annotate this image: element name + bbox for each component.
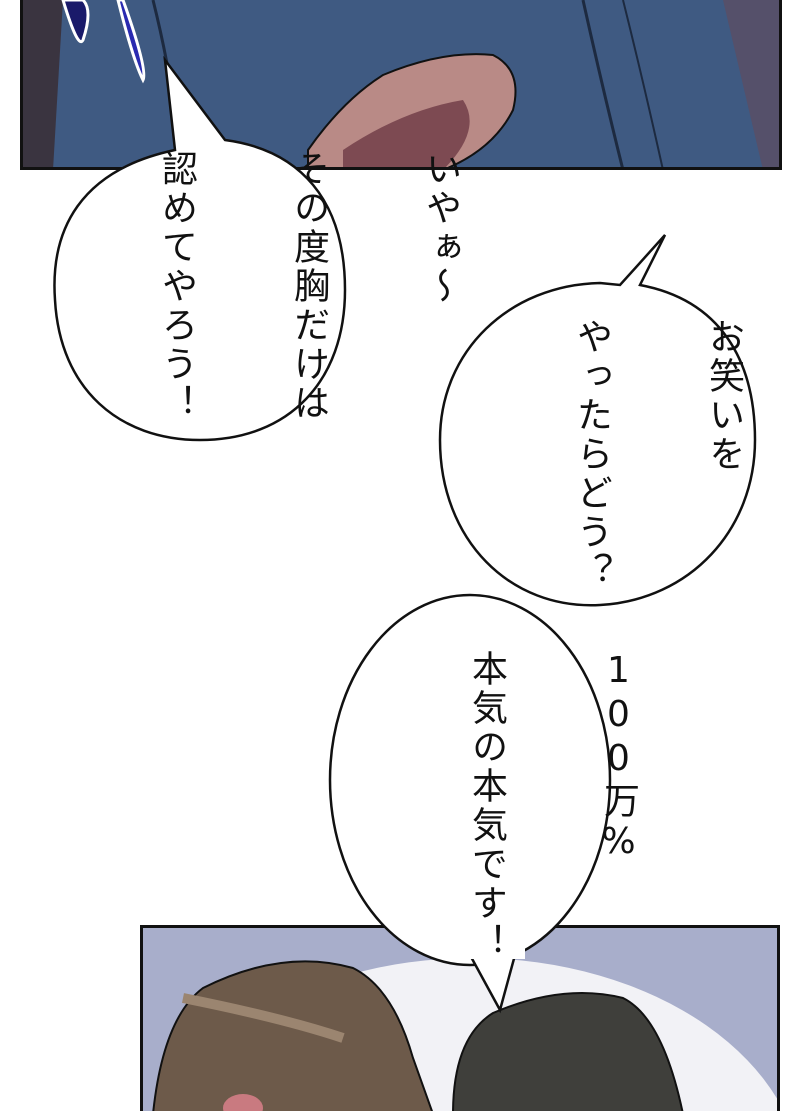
top-panel: [20, 0, 782, 170]
bottom-panel: [140, 925, 780, 1111]
bubble-2-line-3: やったらどう？: [571, 318, 612, 591]
bubble-1-line-1: いやぁ〜: [420, 150, 461, 306]
bottom-panel-art: [143, 928, 777, 1111]
bubble-1-line-3: 認めてやろう！: [156, 150, 197, 423]
speech-bubble-1: いやぁ〜 その度胸だけは 認めてやろう！: [110, 150, 550, 423]
bubble-3-line-1: 100万%: [598, 650, 639, 865]
bubble-2-line-2: お笑いを: [703, 318, 744, 474]
top-panel-art: [23, 0, 779, 167]
bubble-1-line-2: その度胸だけは: [288, 150, 329, 423]
speech-bubble-3: 100万% 本気の本気です！: [420, 650, 728, 962]
speech-bubble-2: 学校を辞めて お笑いを やったらどう？: [525, 318, 800, 591]
bubble-3-line-2: 本気の本気です！: [466, 650, 507, 962]
